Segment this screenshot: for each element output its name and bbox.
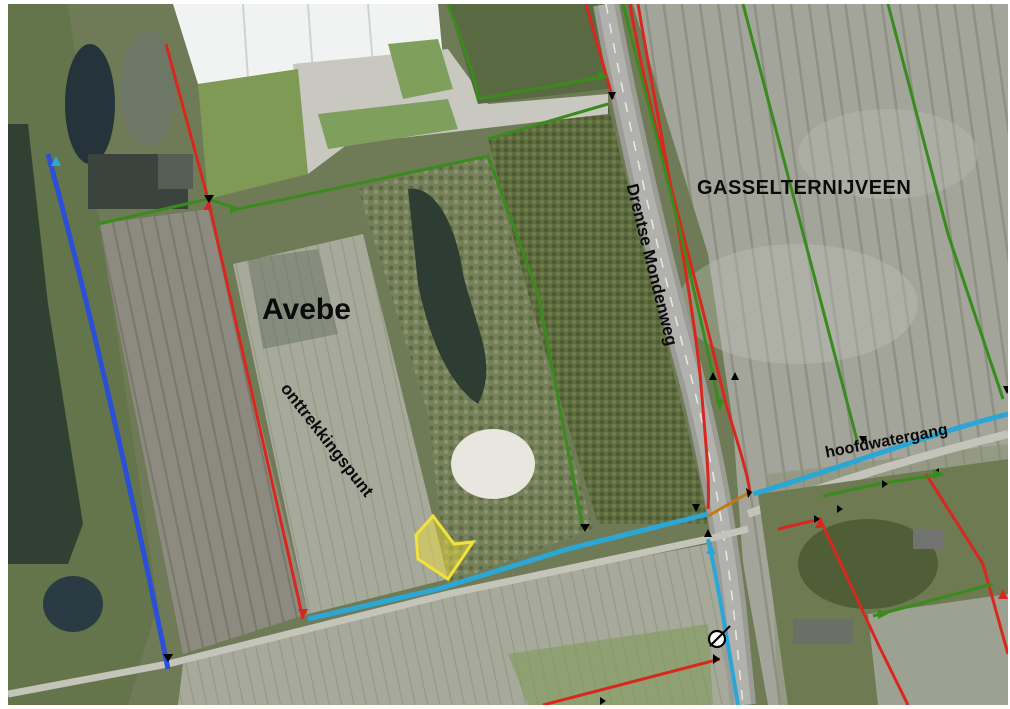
map-frame: GASSELTERNIJVEEN Avebe Drentse Mondenweg… bbox=[8, 4, 1008, 705]
aerial-map bbox=[8, 4, 1008, 705]
circle-slash-icon bbox=[707, 625, 731, 649]
greenhouse-complex bbox=[173, 4, 608, 199]
flow-arrow-icon bbox=[230, 71, 943, 619]
sand-area bbox=[451, 429, 535, 499]
reservoirs bbox=[8, 4, 193, 705]
flow-arrow-icon bbox=[51, 156, 716, 554]
road-south bbox=[8, 525, 749, 698]
green-watercourses bbox=[97, 4, 1005, 618]
flow-arrow-icon bbox=[203, 202, 1008, 619]
blue-canal bbox=[45, 153, 171, 670]
label-company: Avebe bbox=[262, 293, 351, 326]
forest-block bbox=[488, 104, 708, 524]
field-west bbox=[98, 209, 308, 654]
farm-southeast bbox=[758, 459, 1008, 705]
pond bbox=[408, 188, 487, 404]
field-avebe bbox=[233, 234, 448, 614]
flow-arrow-icon bbox=[163, 92, 1008, 705]
cyan-main-watercourse bbox=[307, 411, 1008, 705]
culvert bbox=[707, 490, 751, 518]
label-town: GASSELTERNIJVEEN bbox=[697, 177, 912, 199]
yellow-arrow-marker-icon bbox=[414, 513, 477, 582]
